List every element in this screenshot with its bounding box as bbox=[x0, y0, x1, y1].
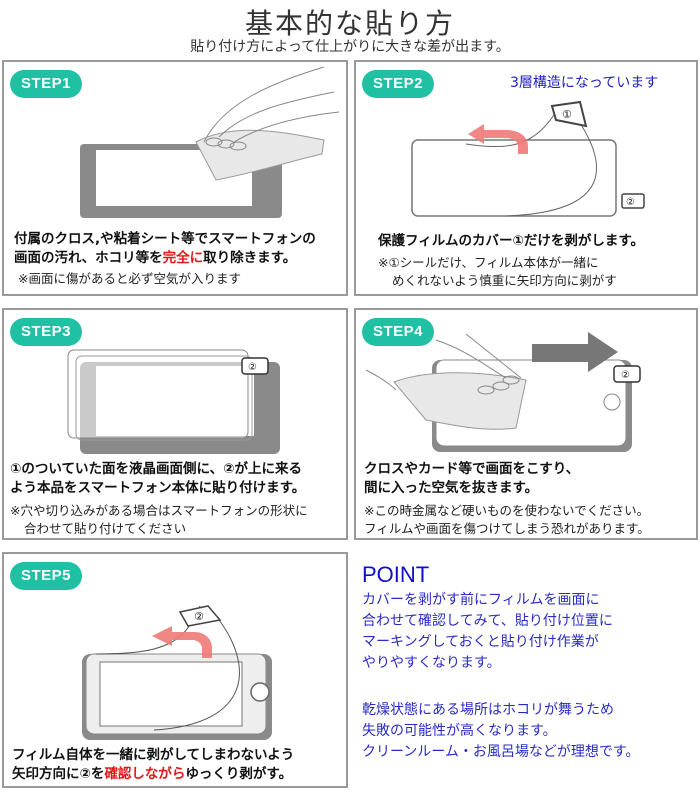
step5-panel: STEP5 ② フィルム自体を一緒に剥がしてしまわないよう 矢印方向に②を確認し… bbox=[2, 552, 348, 788]
step3-badge: STEP3 bbox=[10, 318, 82, 346]
step4-panel: STEP4 ② クロスやカード等で画面をこすり、 間に入った空気を抜きます。 ※… bbox=[354, 308, 698, 540]
peel-tab-illustration-icon: ② bbox=[82, 605, 272, 740]
step3-instruction-line1: ①のついていた面を液晶画面側に、②が上に来る bbox=[10, 461, 303, 477]
step1-panel: STEP1 付属のクロス,や粘着シート等でスマートフォンの 画面の汚れ、ホコリ等… bbox=[2, 60, 348, 296]
step4-badge: STEP4 bbox=[362, 318, 434, 346]
step3-panel: STEP3 ② ①のついていた面を液晶画面側に、②が上に来る よう本品をスマート… bbox=[2, 308, 348, 540]
page-subtitle: 貼り付け方によって仕上がりに大きな差が出ます。 bbox=[190, 39, 510, 55]
point-paragraph-2: 乾燥状態にある場所はホコリが舞うため 失敗の可能性が高くなります。 クリーンルー… bbox=[362, 702, 640, 760]
step3-instruction-line2: よう本品をスマートフォン本体に貼り付けます。 bbox=[10, 480, 306, 496]
phone-wipe-illustration-icon bbox=[80, 66, 340, 218]
three-layer-label: 3層構造になっています bbox=[510, 75, 659, 91]
tab-2-icon: ② bbox=[248, 362, 257, 373]
emphasis-text: 確認しながら bbox=[104, 766, 186, 782]
peel-cover-illustration-icon: ① ② bbox=[411, 100, 645, 217]
step2-badge: STEP2 bbox=[362, 70, 434, 98]
step2-instruction: 保護フィルムのカバー①だけを剥がします。 bbox=[378, 233, 645, 249]
svg-text:②: ② bbox=[621, 370, 630, 381]
step1-instruction-line1: 付属のクロス,や粘着シート等でスマートフォンの bbox=[14, 231, 316, 247]
step2-note-line2: めくれないよう慎重に矢印方向に剥がす bbox=[392, 273, 617, 288]
step5-instruction-line2: 矢印方向に②を確認しながらゆっくり剥がす。 bbox=[12, 766, 293, 782]
emphasis-text: 完全に bbox=[162, 250, 204, 266]
step3-note-line1: ※穴や切り込みがある場合はスマートフォンの形状に bbox=[10, 503, 308, 518]
point-title: POINT bbox=[362, 562, 430, 587]
step4-note-line2: フィルムや画面を傷つけてしまう恐れがあります。 bbox=[364, 521, 650, 536]
squeegee-air-illustration-icon: ② bbox=[365, 332, 641, 452]
step5-badge: STEP5 bbox=[10, 562, 82, 590]
tab-1-icon: ① bbox=[562, 108, 572, 121]
svg-text:②: ② bbox=[194, 610, 204, 623]
step1-note: ※画面に傷があると必ず空気が入ります bbox=[18, 271, 241, 286]
step1-badge: STEP1 bbox=[10, 70, 82, 98]
step4-instruction-line1: クロスやカード等で画面をこすり、 bbox=[364, 461, 580, 477]
step2-panel: STEP2 3層構造になっています ① ② 保護フィルムのカバー①だけを剥がしま… bbox=[354, 60, 698, 296]
step5-instruction-line1: フィルム自体を一緒に剥がしてしまわないよう bbox=[12, 747, 295, 763]
step3-note-line2: 合わせて貼り付けてください bbox=[24, 521, 187, 536]
step4-instruction-line2: 間に入った空気を抜きます。 bbox=[364, 480, 539, 496]
page-title: 基本的な貼り方 bbox=[244, 7, 455, 40]
step2-note-line1: ※①シールだけ、フィルム本体が一緒に bbox=[378, 255, 599, 270]
step4-note-line1: ※この時金属など硬いものを使わないでください。 bbox=[364, 503, 650, 518]
step1-instruction-line2: 画面の汚れ、ホコリ等を完全に取り除きます。 bbox=[14, 250, 297, 266]
point-paragraph-1: カバーを剥がす前にフィルムを画面に 合わせて確認してみて、貼り付け位置に マーキ… bbox=[362, 592, 613, 671]
attach-film-illustration-icon: ② bbox=[67, 349, 280, 454]
svg-text:②: ② bbox=[626, 197, 635, 208]
